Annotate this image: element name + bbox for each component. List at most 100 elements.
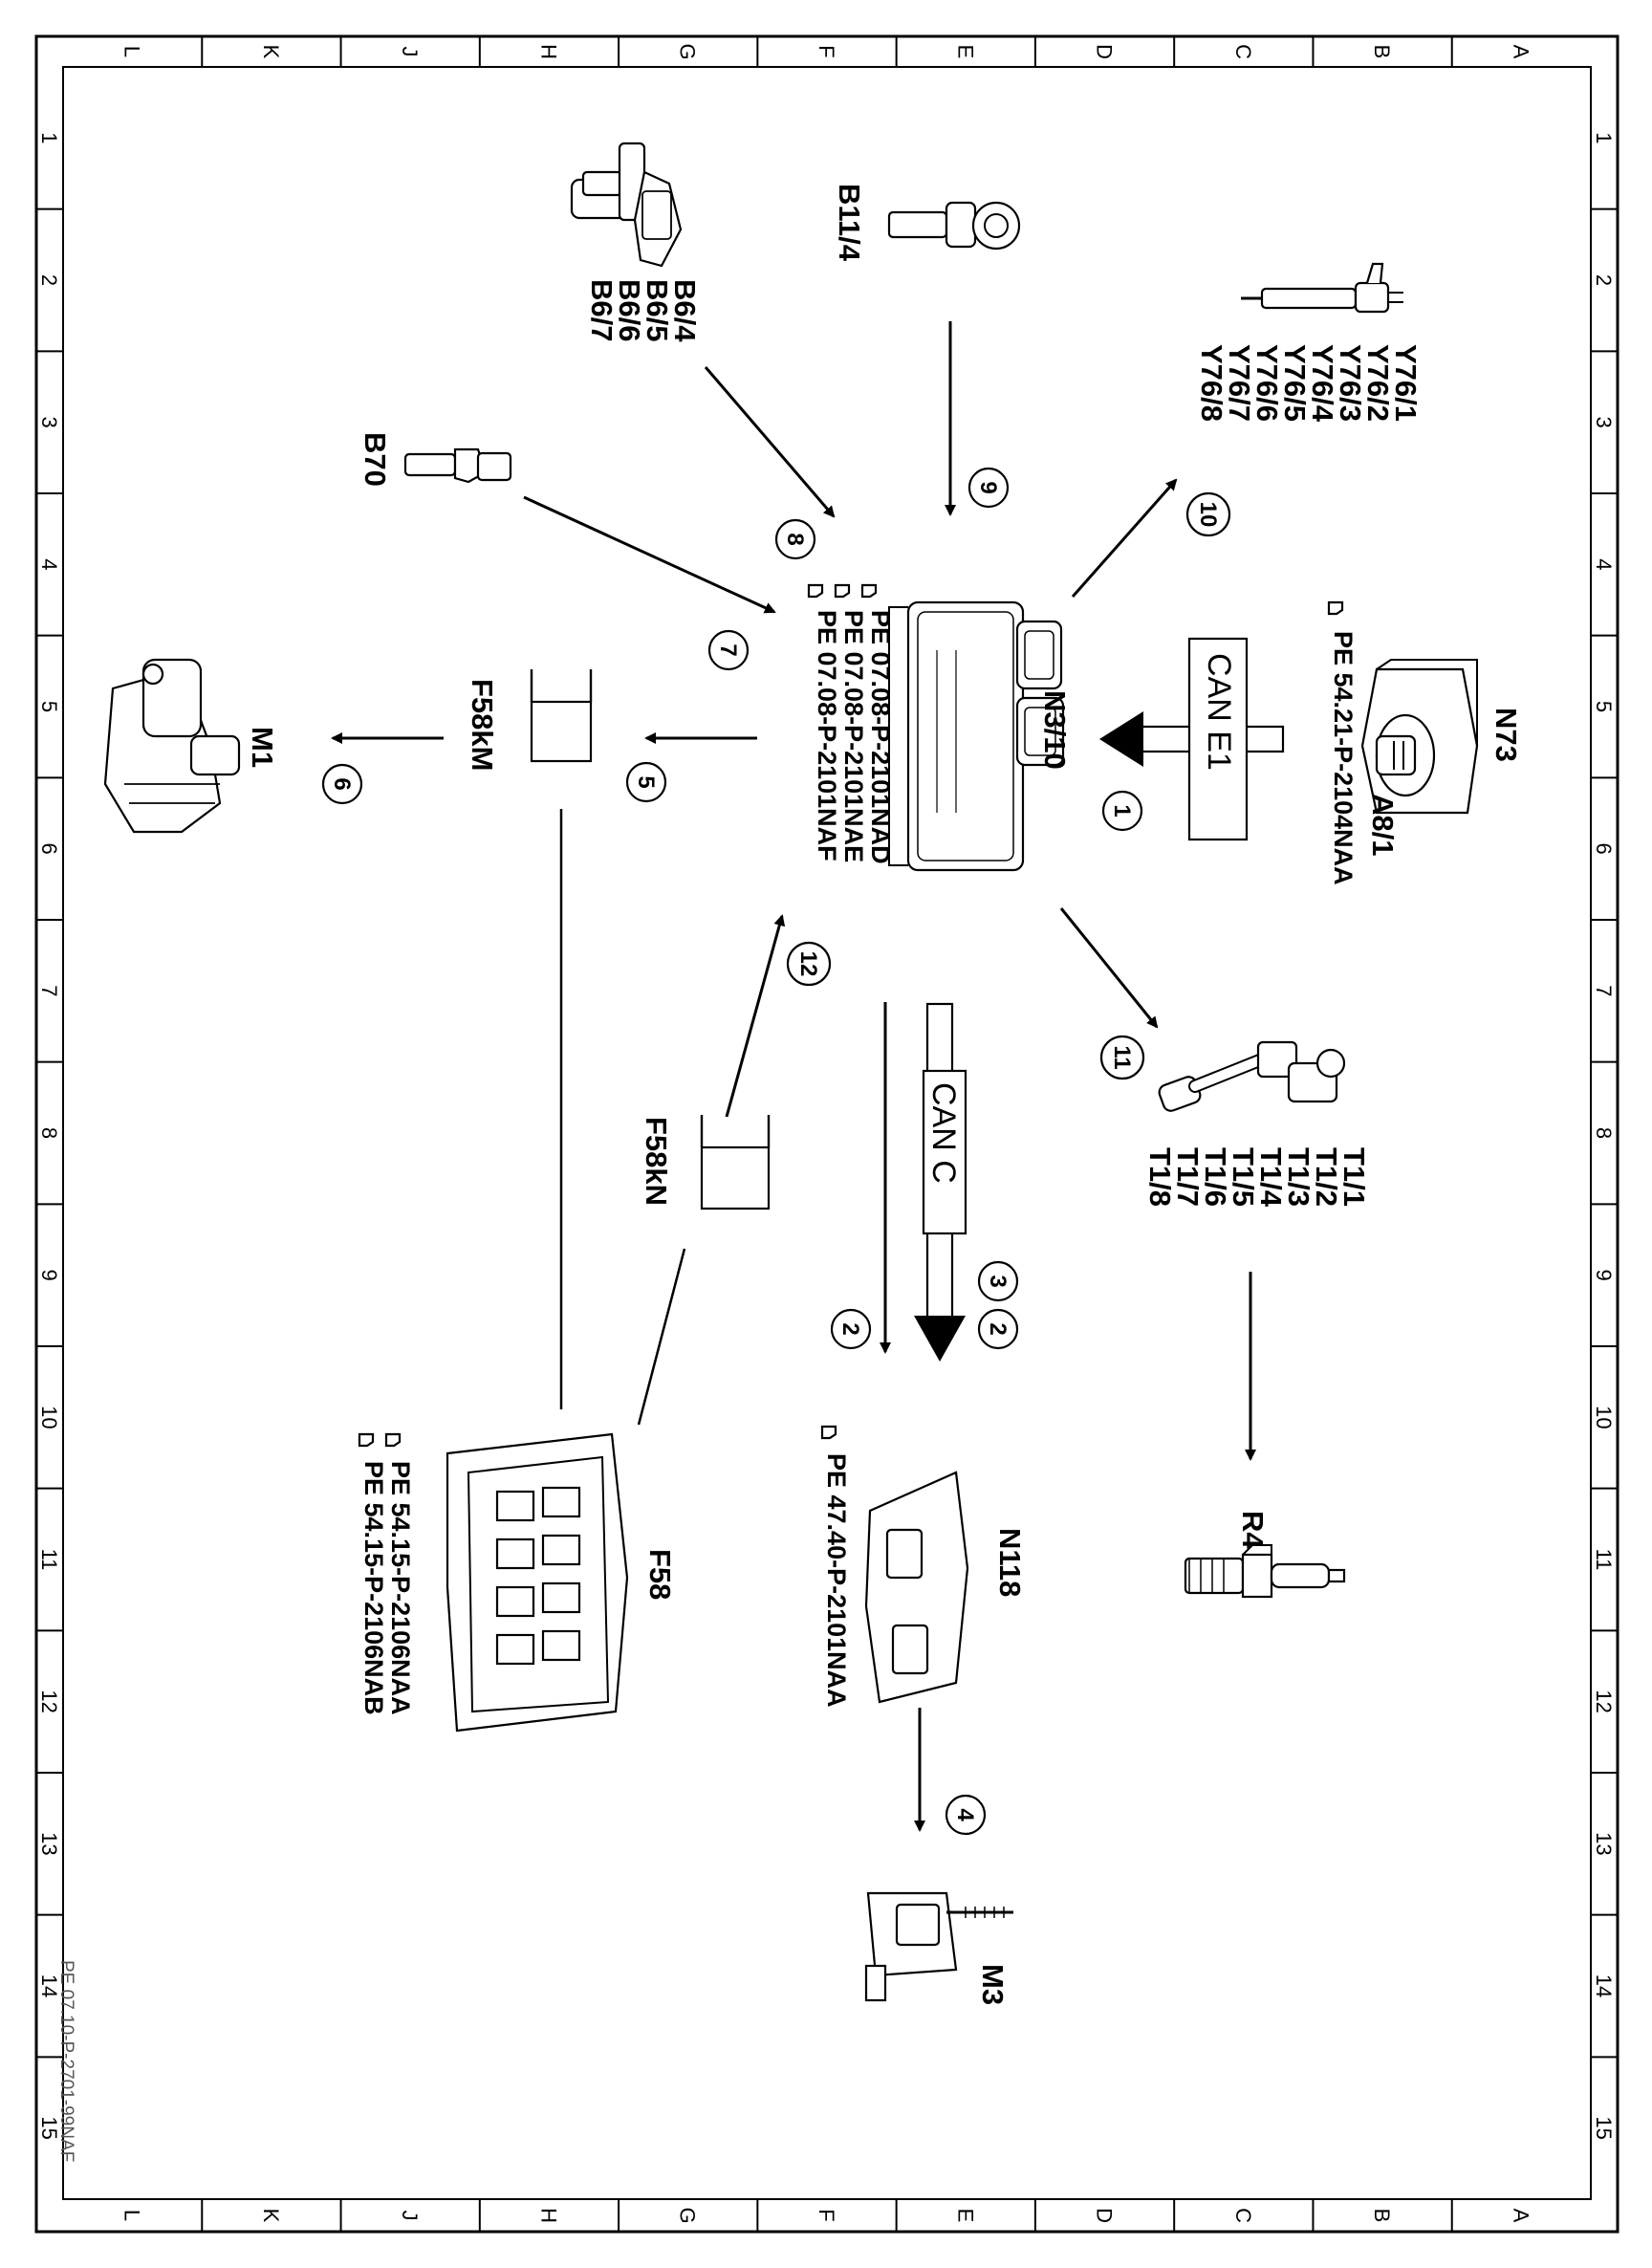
- n3-10-label: N3/10: [1038, 690, 1072, 770]
- grid-row-right-2: 2: [1592, 274, 1616, 286]
- grid-col-top-F: F: [815, 45, 838, 57]
- b6-label-4: B6/7: [585, 279, 619, 341]
- grid-row-right-13: 13: [1592, 1832, 1616, 1855]
- grid-row-right-7: 7: [1592, 985, 1616, 996]
- f58km-relay-icon: [530, 669, 593, 763]
- grid-row-right-11: 11: [1592, 1549, 1616, 1571]
- grid-col-top-A: A: [1509, 45, 1532, 59]
- f58km-label: F58kM: [466, 679, 499, 771]
- svg-text:1: 1: [1109, 804, 1135, 817]
- t1-label-5: T1/5: [1227, 1147, 1260, 1207]
- flow-number-2a: 2: [830, 1308, 872, 1350]
- y76-label-1: Y76/1: [1389, 344, 1423, 422]
- grid-row-right-3: 3: [1592, 417, 1616, 428]
- f58-fuse-box-icon: [446, 1432, 629, 1733]
- line-f58-to-f58kn: [637, 1248, 686, 1426]
- grid-col-bottom-E: E: [953, 2209, 977, 2223]
- y76-label-6: Y76/6: [1250, 344, 1284, 422]
- grid-row-right-6: 6: [1592, 843, 1616, 855]
- svg-text:8: 8: [782, 533, 808, 545]
- n118-fuel-pump-unit-icon: [864, 1471, 969, 1704]
- b6-label-2: B6/5: [641, 279, 674, 341]
- arrow-b6-to-n3-10: [704, 366, 836, 518]
- n73-reference: PE 54.21-P-2104NAA: [1329, 631, 1358, 885]
- b6-label-3: B6/6: [613, 279, 646, 341]
- grid-col-bottom-B: B: [1370, 2209, 1394, 2223]
- b70-crankshaft-sensor-icon: [403, 447, 512, 484]
- m3-fuel-pump-icon: [864, 1891, 1013, 2002]
- svg-text:2: 2: [837, 1322, 863, 1335]
- y76-labels: Y76/1 Y76/2 Y76/3 Y76/4 Y76/5 Y76/6 Y76/…: [1195, 344, 1423, 423]
- y76-label-2: Y76/2: [1361, 344, 1395, 422]
- svg-text:7: 7: [715, 643, 741, 656]
- flow-number-9: 9: [967, 467, 1010, 509]
- flow-number-3: 3: [977, 1260, 1019, 1302]
- svg-text:10: 10: [1195, 502, 1221, 528]
- signal-arrows: [331, 321, 1256, 1832]
- svg-text:9: 9: [975, 481, 1001, 493]
- grid-col-bottom-J: J: [398, 2211, 422, 2221]
- b6-camshaft-sensor-icon: [570, 142, 683, 268]
- svg-text:12: 12: [795, 951, 821, 977]
- f58-ref-2: PE 54.15-P-2106NAB: [359, 1461, 388, 1715]
- grid-row-left-7: 7: [37, 985, 61, 996]
- grid-col-bottom-L: L: [120, 2210, 144, 2221]
- grid-col-top-L: L: [120, 46, 144, 57]
- grid-col-top-H: H: [536, 44, 560, 59]
- y76-label-5: Y76/5: [1278, 344, 1312, 422]
- hand-icon-n118: [820, 1425, 837, 1440]
- a8-1-label: A8/1: [1366, 794, 1400, 856]
- can-e1-label: CAN E1: [1201, 653, 1237, 771]
- t1-label-3: T1/3: [1282, 1147, 1315, 1207]
- n118-label: N118: [993, 1528, 1027, 1597]
- y76-injector-icon: [1241, 262, 1403, 314]
- grid-row-left-3: 3: [37, 417, 61, 428]
- f58kn-label: F58kN: [640, 1117, 673, 1206]
- grid-row-left-8: 8: [37, 1127, 61, 1139]
- b11-4-sensor-icon: [887, 201, 1021, 251]
- flow-number-8: 8: [774, 518, 816, 560]
- svg-text:4: 4: [952, 1808, 978, 1821]
- grid-row-right-8: 8: [1592, 1127, 1616, 1139]
- grid-row-left-4: 4: [37, 558, 61, 570]
- grid-row-right-1: 1: [1592, 132, 1616, 143]
- grid-row-left-9: 9: [37, 1270, 61, 1281]
- b11-4-label: B11/4: [833, 184, 866, 262]
- r4-label: R4: [1236, 1511, 1270, 1549]
- b6-label-1: B6/4: [668, 279, 702, 342]
- arrow-n3-10-to-y76: [1071, 478, 1178, 598]
- svg-text:5: 5: [633, 775, 659, 788]
- m1-starter-motor-icon: [103, 658, 241, 834]
- grid-row-left-10: 10: [37, 1406, 61, 1428]
- grid-row-left-6: 6: [37, 843, 61, 855]
- document-number: PE 07.10-P-2701-99NAF: [56, 1960, 76, 2162]
- grid-row-left-12: 12: [37, 1690, 61, 1712]
- flow-number-11: 11: [1099, 1035, 1145, 1080]
- grid-col-top-C: C: [1231, 44, 1255, 59]
- grid-col-top-E: E: [953, 45, 977, 59]
- grid-col-bottom-K: K: [259, 2209, 283, 2223]
- flow-number-2b: 2: [977, 1308, 1019, 1350]
- hand-icon-n73: [1327, 600, 1344, 616]
- grid-row-right-9: 9: [1592, 1270, 1616, 1281]
- y76-label-8: Y76/8: [1195, 344, 1228, 422]
- t1-label-2: T1/2: [1310, 1147, 1343, 1207]
- grid-col-bottom-A: A: [1509, 2209, 1532, 2223]
- svg-text:2: 2: [985, 1322, 1011, 1335]
- y76-label-3: Y76/3: [1334, 344, 1367, 422]
- svg-text:6: 6: [329, 777, 355, 790]
- grid-col-bottom-H: H: [536, 2208, 560, 2223]
- grid-row-left-5: 5: [37, 701, 61, 712]
- b70-label: B70: [359, 432, 392, 487]
- grid-col-top-K: K: [259, 45, 283, 59]
- grid-row-left-13: 13: [37, 1832, 61, 1855]
- t1-label-4: T1/4: [1254, 1147, 1288, 1208]
- flow-number-1: 1: [1101, 790, 1143, 832]
- flow-number-badges: 1 2 2 3 4 5 6 7 8 9 10 11 12: [321, 467, 1231, 1836]
- b6-labels: B6/4 B6/5 B6/6 B6/7: [585, 279, 702, 342]
- f58-label: F58: [643, 1549, 677, 1600]
- flow-number-5: 5: [625, 761, 667, 803]
- grid-row-left-15: 15: [37, 2116, 61, 2139]
- grid-row-right-15: 15: [1592, 2116, 1616, 2139]
